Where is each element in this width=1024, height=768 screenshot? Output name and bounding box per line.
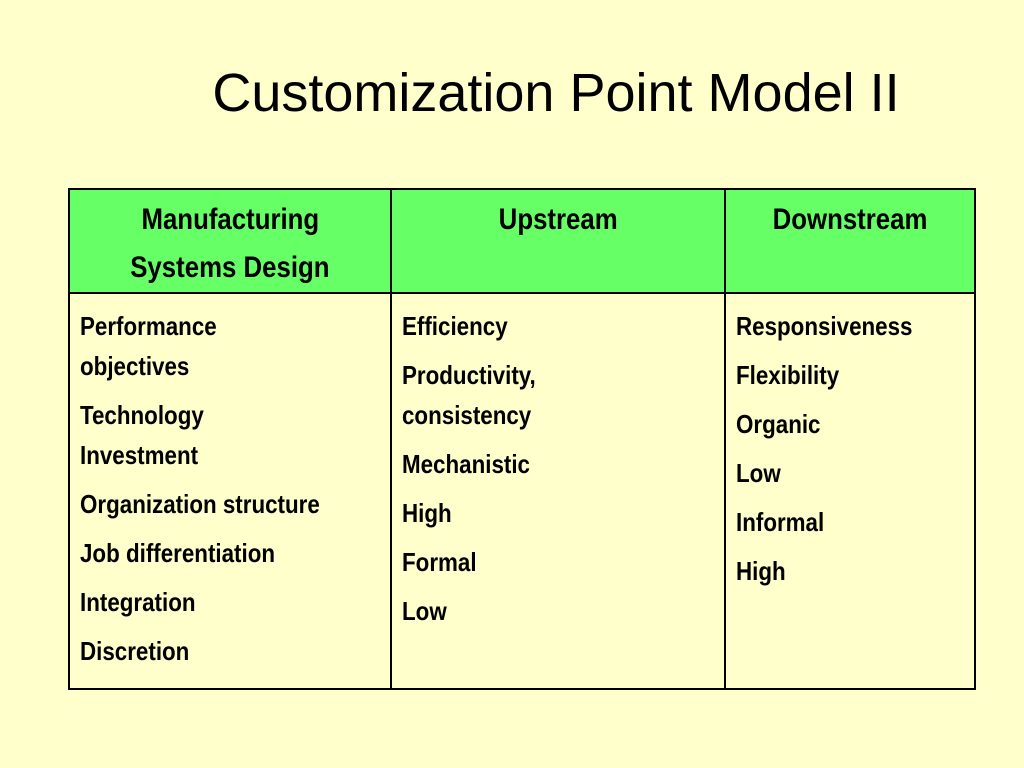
upstream-cell: Efficiency Productivity, consistency Mec… <box>390 292 726 690</box>
upstream-item: Low <box>402 596 447 626</box>
upstream-item: Efficiency <box>402 311 508 341</box>
criteria-item-line: Technology <box>80 400 204 430</box>
upstream-item-line: consistency <box>402 400 532 430</box>
upstream-item: Productivity, consistency <box>402 355 672 435</box>
body-row: Performance objectives Technology Invest… <box>68 292 976 690</box>
criteria-item-line: objectives <box>80 351 190 381</box>
downstream-item: Low <box>736 458 781 488</box>
header-line: Systems Design <box>130 251 330 284</box>
criteria-item: Performance objectives <box>80 306 340 386</box>
slide-title: Customization Point Model II <box>212 63 900 123</box>
downstream-item: High <box>736 556 786 586</box>
downstream-item: Flexibility <box>736 360 840 390</box>
header-line: Upstream <box>498 203 618 236</box>
downstream-item: Responsiveness <box>736 311 913 341</box>
criteria-cell: Performance objectives Technology Invest… <box>68 292 392 690</box>
criteria-item-line: Investment <box>80 440 199 470</box>
criteria-item: Technology Investment <box>80 395 340 475</box>
header-upstream: Upstream <box>390 188 726 294</box>
criteria-item: Job differentiation <box>80 538 276 568</box>
upstream-item: Mechanistic <box>402 449 530 479</box>
upstream-item-line: Productivity, <box>402 360 536 390</box>
criteria-item: Organization structure <box>80 489 320 519</box>
criteria-item-line: Performance <box>80 311 217 341</box>
criteria-item: Discretion <box>80 636 190 666</box>
comparison-table: Manufacturing Systems Design Upstream Do… <box>68 188 976 690</box>
header-downstream: Downstream <box>724 188 976 294</box>
downstream-cell: Responsiveness Flexibility Organic Low I… <box>724 292 976 690</box>
upstream-item: Formal <box>402 547 477 577</box>
header-line: Manufacturing <box>141 203 319 236</box>
header-line: Downstream <box>772 203 928 236</box>
header-row: Manufacturing Systems Design Upstream Do… <box>68 188 976 294</box>
header-manufacturing-systems-design: Manufacturing Systems Design <box>68 188 392 294</box>
downstream-item: Informal <box>736 507 825 537</box>
downstream-item: Organic <box>736 409 821 439</box>
criteria-item: Integration <box>80 587 196 617</box>
upstream-item: High <box>402 498 452 528</box>
